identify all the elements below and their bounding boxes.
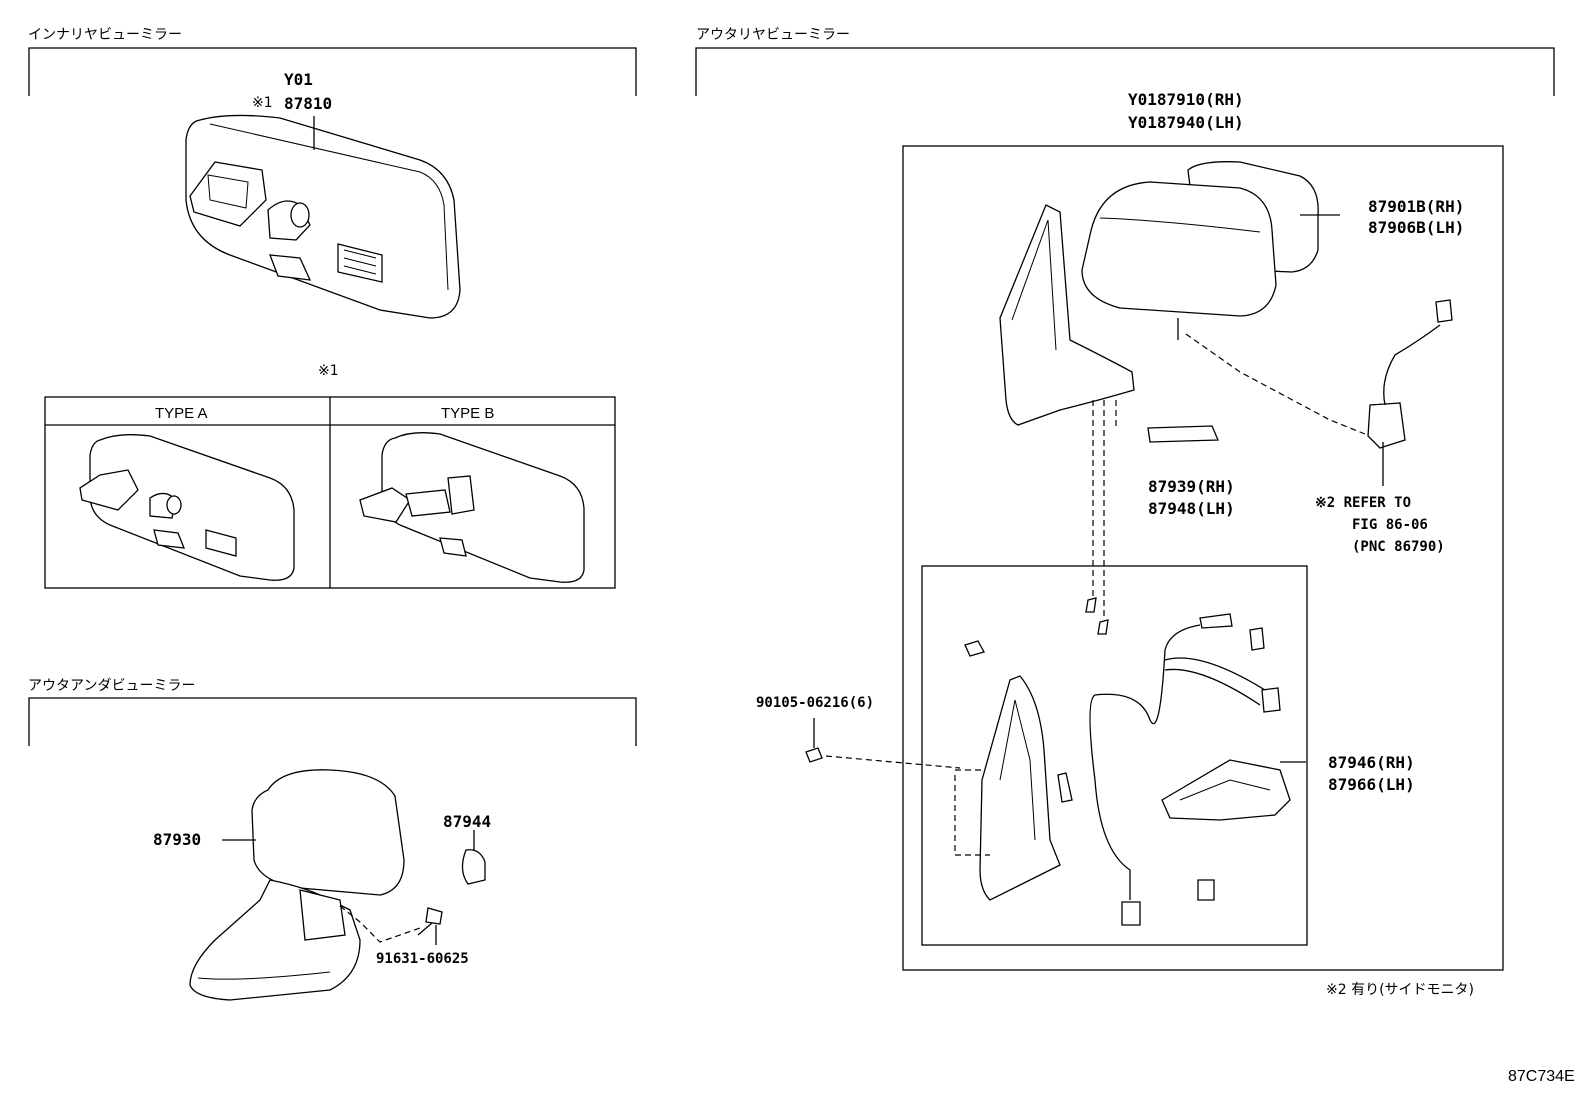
outer-under-mirror-title: アウタアンダビューミラー: [28, 678, 196, 694]
motor-rh: 87946(RH): [1328, 753, 1415, 772]
cover-lh: 87906B(LH): [1368, 218, 1465, 237]
figure-code: 87C734E: [1508, 1068, 1575, 1085]
cover-rh: 87901B(RH): [1368, 197, 1465, 216]
part-87944: 87944: [443, 812, 492, 831]
outer-under-mirror-illustration: [189, 769, 486, 1001]
screw-part-number: 90105-06216(6): [756, 695, 875, 711]
type-b-mirror-illustration: [359, 432, 585, 583]
outer-rear-mirror-title: アウタリヤビューミラー: [696, 27, 850, 43]
assembly-lh: Y0187940(LH): [1128, 113, 1244, 132]
type-a-label: TYPE A: [155, 405, 208, 422]
assembly-rh: Y0187910(RH): [1128, 90, 1244, 109]
lamp-lh: 87948(LH): [1148, 499, 1235, 518]
refer-line-3: (PNC 86790): [1352, 539, 1445, 555]
internal-parts-illustration: [954, 597, 1291, 926]
outer-mirror-illustration: [999, 161, 1453, 620]
type-variant-table: [44, 396, 616, 589]
side-monitor-footnote: ※2 有り(サイドモニタ): [1326, 982, 1475, 998]
part-87930: 87930: [153, 830, 202, 849]
part-91631-60625: 91631-60625: [376, 951, 469, 967]
mirror-internal-parts-box: [921, 565, 1308, 946]
inner-mirror-code: Y01: [284, 70, 313, 89]
outer-under-mirror-bracket: [28, 697, 637, 746]
inner-mirror-part-number: 87810: [284, 94, 333, 113]
type-b-label: TYPE B: [441, 405, 495, 422]
screw-illustration: [805, 718, 1306, 769]
variants-note-marker: ※1: [318, 363, 339, 379]
outer-rear-mirror-bracket: [695, 47, 1555, 96]
inner-mirror-illustration: [185, 114, 461, 319]
lamp-rh: 87939(RH): [1148, 477, 1235, 496]
refer-line-1: ※2 REFER TO: [1315, 495, 1412, 511]
refer-line-2: FIG 86-06: [1352, 517, 1428, 533]
type-a-mirror-illustration: [79, 434, 295, 581]
outer-mirror-assembly-box: [902, 145, 1504, 971]
inner-mirror-bracket: [28, 47, 637, 96]
inner-mirror-note-marker: ※1: [252, 95, 273, 111]
inner-mirror-title: インナリヤビューミラー: [28, 27, 182, 43]
motor-lh: 87966(LH): [1328, 775, 1415, 794]
